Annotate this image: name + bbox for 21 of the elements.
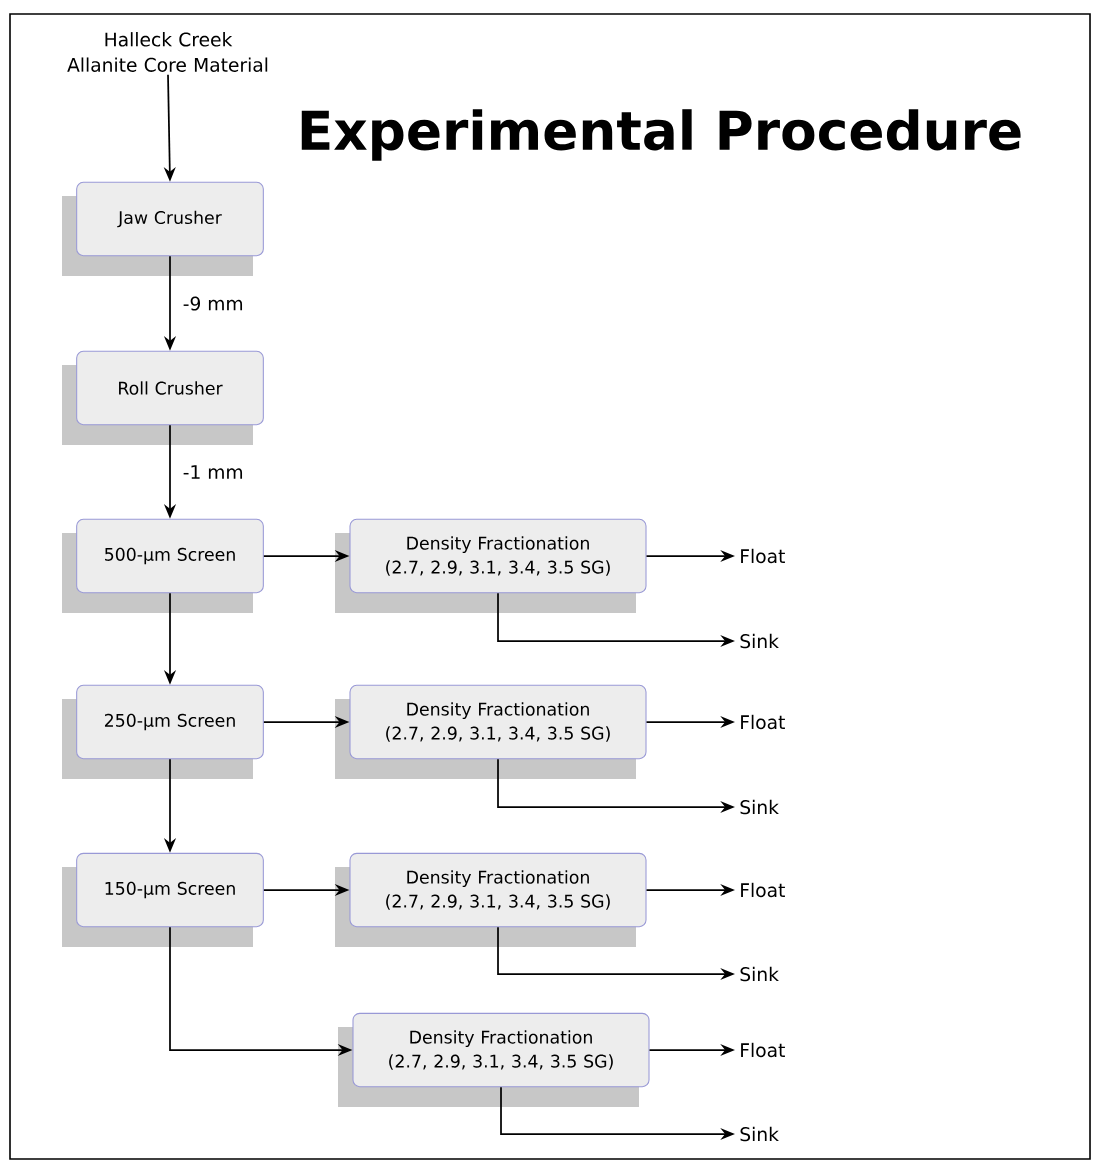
process-box: Roll Crusher xyxy=(62,350,264,445)
process-box: Density Fractionation (2.7, 2.9, 3.1, 3.4, 3.5 SG) xyxy=(335,852,647,947)
product-label: Sink xyxy=(740,1126,779,1142)
process-box: Jaw Crusher xyxy=(62,181,264,276)
process-box: Density Fractionation (2.7, 2.9, 3.1, 3.4, 3.5 SG) xyxy=(335,684,647,779)
feed-label: Halleck Creek Allanite Core Material xyxy=(67,32,268,72)
process-box: 250-µm Screen xyxy=(62,684,264,779)
process-box: Density Fractionation (2.7, 2.9, 3.1, 3.4, 3.5 SG) xyxy=(335,518,647,613)
edge-label: -9 mm xyxy=(183,296,243,311)
product-label: Sink xyxy=(740,799,779,815)
product-label: Sink xyxy=(740,966,779,982)
product-label: Float xyxy=(741,548,785,564)
title: Experimental Procedure xyxy=(301,109,1021,161)
edge-label: -1 mm xyxy=(183,465,243,479)
product-label: Float xyxy=(741,1042,785,1058)
product-label: Float xyxy=(741,714,785,730)
product-label: Float xyxy=(741,882,785,898)
process-box: Density Fractionation (2.7, 2.9, 3.1, 3.4, 3.5 SG) xyxy=(338,1012,650,1107)
product-label: Sink xyxy=(740,633,779,649)
process-box: 150-µm Screen xyxy=(62,852,264,947)
process-box: 500-µm Screen xyxy=(62,518,264,613)
